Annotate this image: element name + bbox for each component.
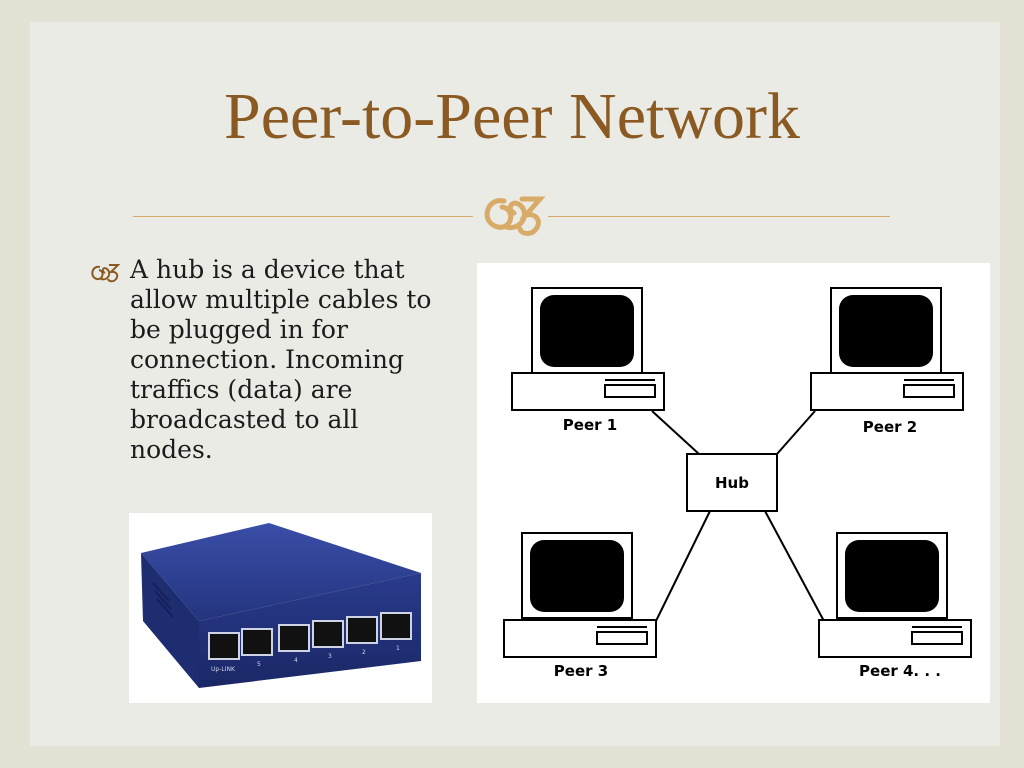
peer-2-label: Peer 2 bbox=[863, 418, 917, 436]
link-peer3-hub bbox=[654, 510, 711, 624]
peer-1-label: Peer 1 bbox=[563, 416, 617, 434]
bullet-text: A hub is a device that allow multiple ca… bbox=[130, 255, 432, 464]
link-peer4-hub bbox=[764, 510, 826, 624]
peer-1-computer bbox=[511, 287, 665, 411]
port-label-1: 1 bbox=[396, 645, 400, 652]
title-divider-left bbox=[133, 216, 473, 217]
port-label-3: 3 bbox=[328, 653, 332, 660]
peer-4-computer bbox=[818, 532, 972, 658]
network-diagram: Hub Peer 1 Peer 2 Peer 3 Peer 4. . . bbox=[477, 263, 990, 703]
bullet-flourish-icon bbox=[91, 264, 121, 283]
port-label-4: 4 bbox=[294, 657, 298, 664]
port-label-uplink: Up-LINK bbox=[211, 666, 236, 673]
peer-3-label: Peer 3 bbox=[554, 662, 608, 680]
link-peer2-hub bbox=[776, 410, 816, 455]
peer-3-computer bbox=[503, 532, 657, 658]
hub-label: Hub bbox=[715, 474, 749, 492]
hub-photo: Up-LINK 5 4 3 2 1 bbox=[129, 513, 432, 703]
port bbox=[278, 624, 310, 652]
port bbox=[241, 628, 273, 656]
hub-node: Hub bbox=[686, 453, 778, 512]
peer-2-computer bbox=[810, 287, 964, 411]
port bbox=[380, 612, 412, 640]
port bbox=[312, 620, 344, 648]
link-peer1-hub bbox=[651, 410, 700, 455]
title-divider-right bbox=[548, 216, 890, 217]
port-label-2: 2 bbox=[362, 649, 366, 656]
flourish-icon bbox=[484, 196, 546, 236]
peer-4-label: Peer 4. . . bbox=[859, 662, 941, 680]
port bbox=[208, 632, 240, 660]
port-label-5: 5 bbox=[257, 661, 261, 668]
slide-title: Peer-to-Peer Network bbox=[224, 80, 800, 153]
port bbox=[346, 616, 378, 644]
